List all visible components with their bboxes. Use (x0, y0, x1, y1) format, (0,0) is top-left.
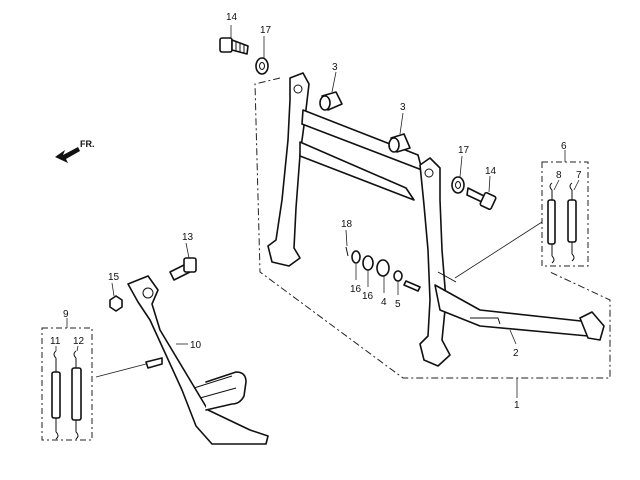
callout-13: 13 (182, 232, 194, 243)
washer-16-b (362, 255, 374, 271)
spring-11 (51, 350, 61, 440)
callout-1: 1 (514, 400, 520, 411)
callout-3-right: 3 (400, 102, 406, 113)
bolt-14-right (466, 187, 497, 211)
callout-6: 6 (561, 141, 567, 152)
callout-17-left: 17 (260, 25, 272, 36)
callout-14-right: 14 (485, 166, 497, 177)
callout-11: 11 (50, 336, 61, 347)
side-stand-spring-pin (145, 357, 163, 369)
nut-15 (109, 295, 123, 312)
spring-group-9-box (41, 327, 93, 441)
collar-4 (376, 259, 390, 277)
callout-17-right: 17 (458, 145, 470, 156)
washer-17-right (451, 176, 465, 194)
callout-4: 4 (381, 297, 387, 308)
callout-7: 7 (576, 170, 582, 181)
callout-3-left: 3 (332, 62, 338, 73)
spring-8 (547, 182, 556, 264)
callout-9: 9 (63, 309, 69, 320)
side-stand (127, 275, 269, 445)
callout-2: 2 (513, 348, 519, 359)
collar-3-right (388, 133, 411, 153)
main-stand (267, 72, 605, 367)
direction-label: FR. (80, 139, 95, 149)
callout-15: 15 (108, 272, 120, 283)
bolt-13 (169, 257, 197, 281)
nut-5 (393, 270, 403, 282)
callout-18: 18 (341, 219, 353, 230)
bolt-14-left (219, 37, 249, 55)
front-arrow-icon (55, 147, 80, 163)
pin-5 (403, 280, 421, 292)
pin-18 (345, 246, 349, 257)
spring-7 (567, 182, 577, 262)
washer-16-a (351, 250, 361, 264)
washer-17-left (255, 57, 269, 75)
leader-lines (55, 25, 580, 352)
collar-3-left (319, 91, 343, 111)
spring-12 (71, 350, 82, 440)
callout-12: 12 (73, 336, 85, 347)
callout-10: 10 (190, 340, 202, 351)
callout-5: 5 (395, 299, 401, 310)
callout-16-b: 16 (362, 291, 374, 302)
callout-16-a: 16 (350, 284, 362, 295)
callout-8: 8 (556, 170, 562, 181)
callout-14-left: 14 (226, 12, 238, 23)
main-stand-group-outline (254, 77, 611, 379)
